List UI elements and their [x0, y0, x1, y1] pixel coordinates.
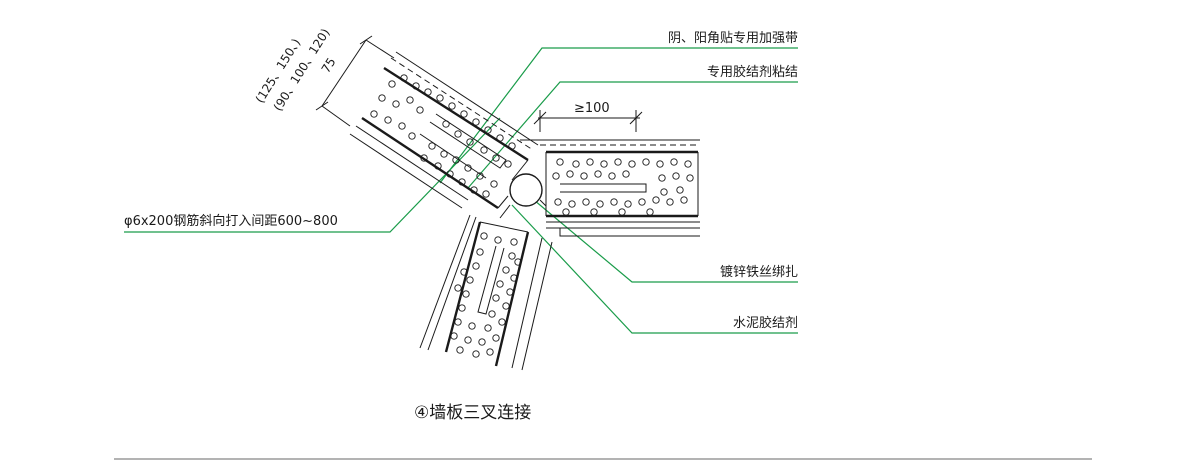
label-cement: 水泥胶结剂	[733, 315, 798, 331]
label-rebar: φ6x200钢筋斜向打入间距600~800	[124, 213, 338, 229]
thickness-text-c: 75	[319, 55, 339, 75]
diagram-caption: ④墙板三叉连接	[414, 403, 531, 423]
leader-lines	[124, 47, 798, 334]
leader-adhesive	[467, 81, 798, 189]
leader-wire	[521, 189, 798, 283]
lower-panel	[419, 214, 553, 371]
label-wire: 镀锌铁丝绑扎	[720, 264, 798, 280]
leader-reinforce-tape	[439, 47, 798, 184]
panel-foam-dots	[552, 158, 694, 216]
leader-cement	[511, 204, 798, 334]
overlap-dimension: ≥100	[533, 101, 643, 132]
overlap-dimension-text: ≥100	[574, 101, 610, 116]
right-panel	[520, 139, 700, 237]
junction-node	[509, 173, 543, 207]
label-adhesive: 专用胶结剂粘结	[707, 64, 798, 80]
panel-foam-dots	[370, 74, 516, 198]
label-reinforce-tape: 阴、阳角贴专用加强带	[668, 31, 798, 46]
leader-rebar	[124, 117, 501, 233]
panel-foam-dots	[450, 232, 522, 358]
upper-left-panel	[349, 51, 539, 210]
